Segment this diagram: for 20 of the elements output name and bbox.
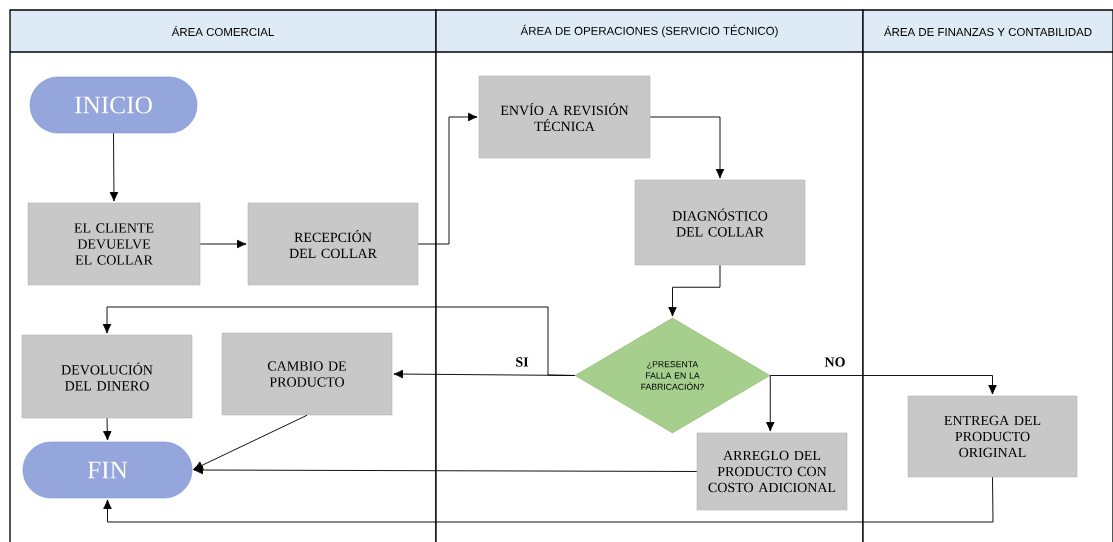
arrow	[103, 476, 994, 523]
arrow	[103, 417, 112, 441]
arrow	[668, 264, 721, 317]
arrow	[193, 414, 308, 470]
arrow	[193, 465, 698, 475]
process-box: DEVOLUCIÓN DEL DINERO	[21, 334, 193, 419]
process-box: CAMBIO DE PRODUCTO	[221, 332, 393, 416]
process-box: ENTREGA DEL PRODUCTO ORIGINAL	[907, 395, 1078, 478]
arrow	[769, 375, 997, 395]
arrow	[417, 112, 478, 245]
arrow	[109, 132, 119, 202]
process-box: EL CLIENTE DEVUELVE EL COLLAR	[27, 202, 201, 286]
process-box: DIAGNÓSTICO DEL COLLAR	[634, 179, 806, 266]
arrow	[649, 116, 725, 179]
process-box: RECEPCIÓN DEL COLLAR	[247, 202, 419, 286]
process-box: ARREGLO DEL PRODUCTO CON COSTO ADICIONAL	[696, 432, 848, 511]
arrow	[393, 369, 576, 379]
arrow	[199, 239, 247, 249]
process-box: ENVÍO A REVISIÓN TÉCNICA	[478, 75, 651, 159]
arrow	[766, 375, 775, 432]
